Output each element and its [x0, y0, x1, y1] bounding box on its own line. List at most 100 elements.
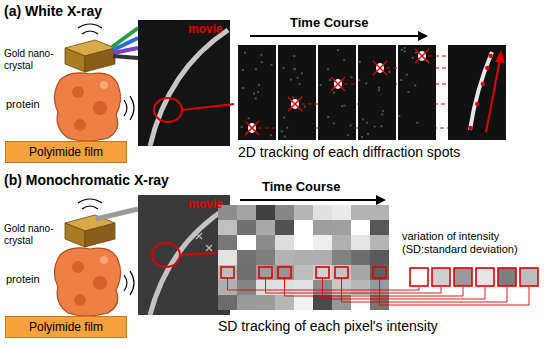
pixel [294, 220, 313, 235]
protein-blob [54, 248, 120, 316]
mark-cross [196, 233, 212, 251]
pixel [370, 235, 389, 250]
film-label: Polyimide film [29, 320, 103, 334]
pixel [370, 250, 389, 265]
protein-texture [74, 294, 86, 306]
panel-a-illustration [54, 20, 234, 146]
noise-speck [255, 97, 257, 99]
pixel-marker [373, 267, 386, 278]
movie-tag: movie [188, 198, 223, 212]
pixel [351, 250, 370, 265]
spot-cross [331, 77, 345, 91]
noise-speck [260, 54, 262, 56]
noise-speck [333, 122, 335, 124]
panel-caption: 2D tracking of each diffraction spots [238, 144, 460, 160]
noise-speck [283, 117, 285, 119]
pixel-marker [278, 267, 291, 278]
noise-speck [337, 49, 339, 51]
pixel [237, 265, 256, 280]
noise-speck [304, 106, 306, 108]
spot-cross [415, 49, 429, 63]
noise-speck [400, 79, 402, 81]
pixel-marker [316, 267, 329, 278]
noise-speck [248, 117, 250, 119]
noise-speck [293, 68, 295, 70]
noise-speck [320, 84, 322, 86]
pixel [256, 295, 275, 310]
time-frame [318, 45, 356, 140]
pixel [294, 235, 313, 250]
film-box: Polyimide film [5, 316, 127, 338]
noise-speck [244, 52, 246, 54]
noise-speck [358, 79, 360, 81]
pixel [294, 295, 313, 310]
noise-speck [286, 127, 288, 129]
protein-texture [100, 81, 108, 89]
time-arrow [240, 199, 378, 201]
noise-speck [380, 125, 382, 127]
part-label: Gold nano-crystal [4, 223, 62, 246]
spot-cross [331, 77, 345, 91]
crystal-side [85, 48, 115, 72]
axis-label: Time Course [262, 180, 341, 195]
highlight-circle [154, 98, 182, 122]
spot-cross [288, 97, 302, 111]
noise-speck [270, 134, 272, 136]
pixel [370, 220, 389, 235]
track-point [468, 126, 472, 130]
part-label: protein [6, 98, 40, 111]
pixel [275, 220, 294, 235]
panel-title: (b) Monochromatic X-ray [4, 172, 169, 188]
noise-speck [290, 79, 292, 81]
noise-speck [367, 133, 369, 135]
pixel [275, 250, 294, 265]
noise-speck [414, 84, 416, 86]
noise-speck [388, 71, 390, 73]
diffraction-ring [150, 207, 228, 315]
protein-texture [72, 86, 84, 98]
pixel [275, 265, 294, 280]
noise-speck [283, 67, 285, 69]
motion-wave [124, 100, 127, 116]
pixel [237, 235, 256, 250]
spot-cross [373, 61, 387, 75]
noise-speck [281, 130, 283, 132]
noise-speck [381, 113, 383, 115]
motion-wave [78, 24, 102, 28]
diffraction-ring [150, 30, 228, 146]
movie-tag: movie [188, 23, 223, 37]
pixel [256, 220, 275, 235]
pixel [256, 235, 275, 250]
panel-caption: SD tracking of each pixel's intensity [218, 318, 438, 334]
intensity-sample [520, 268, 538, 286]
track-arrow-head [495, 50, 505, 63]
pixel [275, 295, 294, 310]
noise-speck [327, 68, 329, 70]
spot-cross [288, 97, 302, 111]
noise-speck [242, 87, 244, 89]
noise-speck [293, 55, 295, 57]
pixel-marker [259, 267, 272, 278]
track-point [475, 102, 479, 106]
noise-speck [242, 69, 244, 71]
film-box: Polyimide film [5, 141, 127, 163]
movie-frame [138, 20, 230, 146]
pixel [332, 220, 351, 235]
noise-speck [398, 115, 400, 117]
noise-speck [404, 50, 406, 52]
protein-texture [74, 119, 86, 131]
pixel [256, 265, 275, 280]
noise-speck [241, 126, 243, 128]
pixel [256, 205, 275, 220]
panel-title: (a) White X-ray [4, 3, 102, 19]
pixel [218, 295, 237, 310]
pixel [351, 220, 370, 235]
pixel-link [380, 278, 530, 305]
noise-speck [297, 77, 299, 79]
noise-speck [350, 124, 352, 126]
time-arrow-head [376, 195, 386, 205]
pixel-link [285, 278, 464, 296]
pixel [313, 235, 332, 250]
time-frame [358, 45, 396, 140]
motion-wave [82, 31, 98, 34]
